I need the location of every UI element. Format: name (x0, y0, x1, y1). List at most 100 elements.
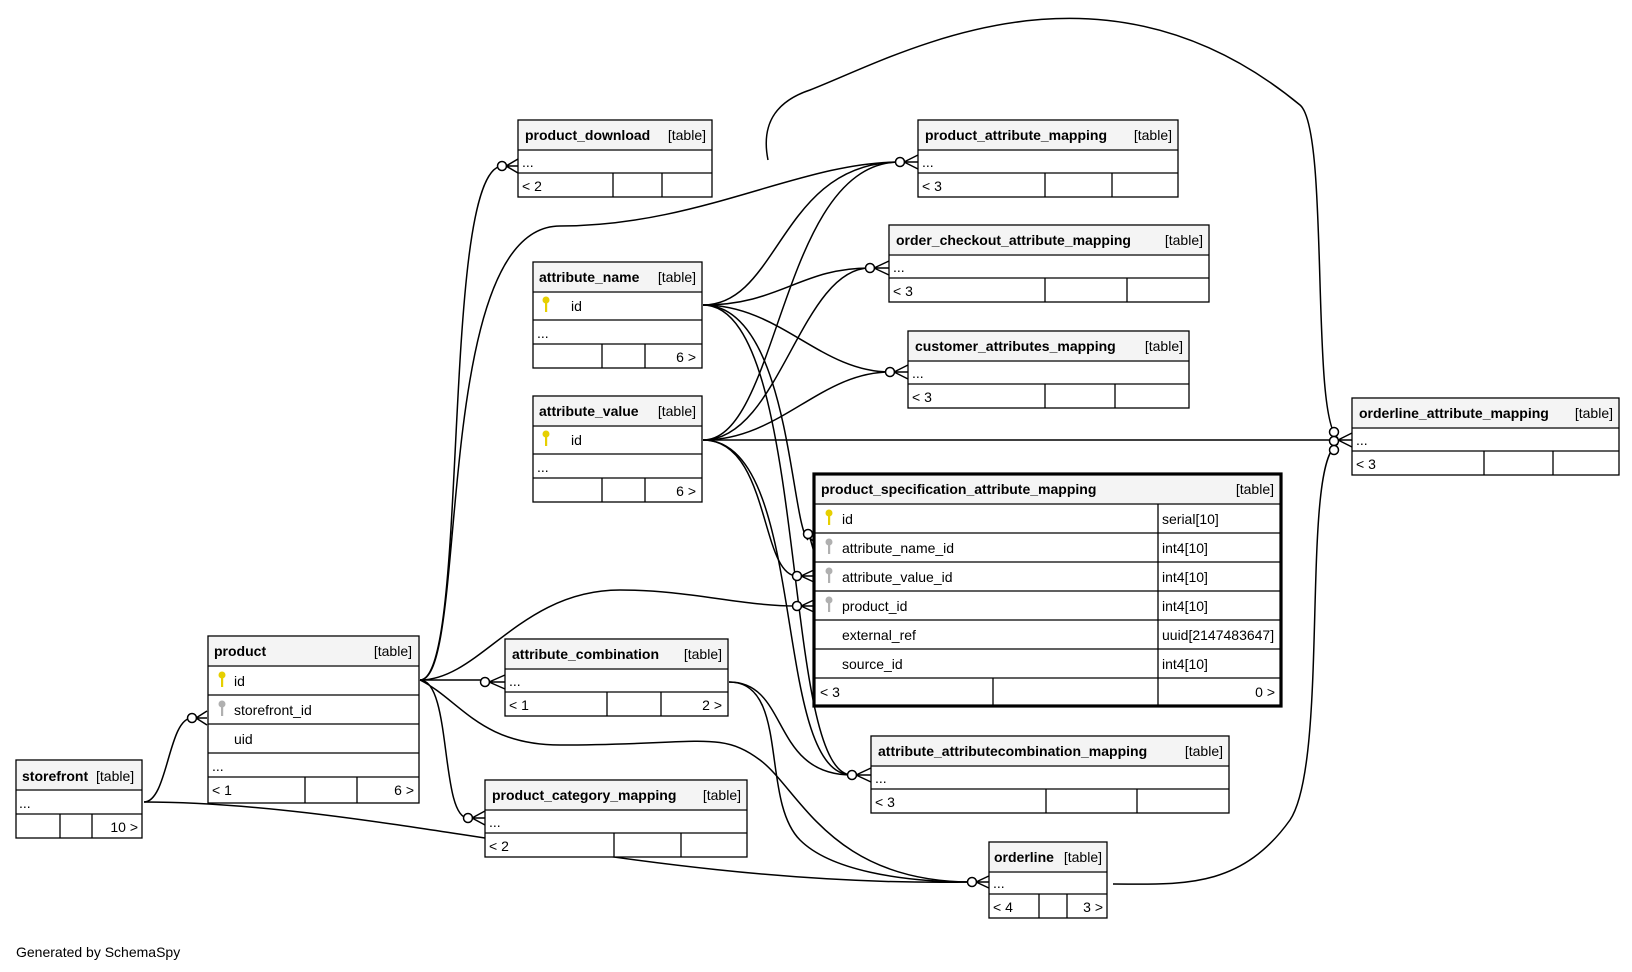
table-customer-attributes-mapping[interactable]: customer_attributes_mapping [table] ... … (907, 330, 1190, 409)
optional-marker (462, 812, 474, 824)
table-type: [table] (1134, 127, 1172, 143)
table-type: [table] (1236, 481, 1274, 497)
table-name: product (214, 643, 266, 659)
edge-attribute-name-orderline-attribute-mapping (765, 17, 1339, 439)
column-name: uid (234, 731, 253, 747)
crows-foot-marker (873, 260, 890, 276)
table-name: order_checkout_attribute_mapping (896, 232, 1131, 248)
table-type: [table] (1165, 232, 1203, 248)
column-name: id (571, 432, 582, 448)
table-type: [table] (1185, 743, 1223, 759)
edge-attribute-value-product-attribute-mapping (702, 161, 901, 441)
table-name: attribute_combination (512, 646, 659, 662)
foreign-key-icon (825, 538, 833, 554)
column-name: id (571, 298, 582, 314)
table-type: [table] (96, 768, 134, 784)
edge-attribute-value-product-spec (702, 439, 798, 577)
crows-foot-marker (1337, 432, 1353, 448)
crows-foot-marker (195, 710, 208, 726)
table-product-attribute-mapping[interactable]: product_attribute_mapping [table] ... < … (917, 119, 1179, 198)
table-name: product_download (525, 127, 650, 143)
optional-marker (1328, 435, 1340, 447)
column-name: id (234, 673, 245, 689)
optional-marker (186, 712, 198, 724)
more-columns: ... (1356, 432, 1368, 448)
edge-product-product-download (419, 165, 503, 681)
edge-attribute-value-customer-attributes (702, 371, 891, 441)
edge-attribute-name-product-spec (702, 304, 809, 541)
column-name: storefront_id (234, 702, 312, 718)
table-type: [table] (658, 269, 696, 285)
table-storefront[interactable]: storefront [table] ... 10 > (15, 759, 143, 839)
foreign-key-icon (825, 596, 833, 612)
table-name: product_category_mapping (492, 787, 676, 803)
table-attribute-name[interactable]: attribute_name [table] id ... 6 > (532, 261, 703, 369)
crows-foot-marker (893, 364, 909, 380)
more-columns: ... (875, 770, 887, 786)
optional-marker (496, 160, 508, 172)
parents-count: < 4 (993, 899, 1013, 915)
table-product-specification-attribute-mapping[interactable]: product_specification_attribute_mapping … (812, 472, 1283, 708)
table-type: [table] (1145, 338, 1183, 354)
column-type: int4[10] (1162, 540, 1208, 556)
more-columns: ... (522, 154, 534, 170)
column-name: source_id (842, 656, 903, 672)
edge-product-orderline (419, 679, 973, 883)
table-type: [table] (668, 127, 706, 143)
crows-foot-marker (505, 158, 519, 174)
table-type: [table] (374, 643, 412, 659)
table-orderline-attribute-mapping[interactable]: orderline_attribute_mapping [table] ... … (1351, 397, 1620, 476)
column-type: uuid[2147483647] (1162, 627, 1274, 643)
table-attribute-combination[interactable]: attribute_combination [table] ... < 1 2 … (504, 638, 729, 717)
table-attribute-value[interactable]: attribute_value [table] id ... 6 > (532, 395, 703, 503)
column-type: int4[10] (1162, 598, 1208, 614)
optional-marker (479, 676, 491, 688)
edge-attribute-name-order-checkout (702, 267, 871, 306)
parents-count: < 2 (489, 838, 509, 854)
optional-marker (791, 570, 803, 582)
table-product-download[interactable]: product_download [table] ... < 2 (517, 119, 713, 198)
column-name: product_id (842, 598, 907, 614)
primary-key-icon (825, 509, 833, 525)
children-count: 6 > (676, 483, 696, 499)
more-columns: ... (912, 365, 924, 381)
parents-count: < 3 (922, 178, 942, 194)
table-name: customer_attributes_mapping (915, 338, 1116, 354)
children-count: 6 > (394, 782, 414, 798)
edge-attribute-value-attribute-combination-mapping (702, 439, 853, 776)
foreign-key-icon (218, 700, 226, 716)
optional-marker (1328, 426, 1340, 438)
edge-product-product-category-mapping (419, 679, 469, 819)
table-product-category-mapping[interactable]: product_category_mapping [table] ... < 2 (484, 779, 748, 858)
column-type: int4[10] (1162, 656, 1208, 672)
children-count: 10 > (110, 819, 138, 835)
parents-count: < 3 (875, 794, 895, 810)
primary-key-icon (542, 296, 550, 312)
relationship-edges (143, 17, 1339, 885)
table-product[interactable]: product [table] id storefront_id uid ...… (207, 635, 420, 804)
more-columns: ... (893, 259, 905, 275)
crows-foot-marker (471, 810, 486, 826)
edge-attribute-name-product-attribute-mapping (702, 161, 901, 306)
edge-attribute-combination-orderline (728, 681, 973, 883)
table-order-checkout-attribute-mapping[interactable]: order_checkout_attribute_mapping [table]… (888, 224, 1210, 303)
optional-marker (884, 366, 896, 378)
foreign-key-icon (825, 567, 833, 583)
more-columns: ... (537, 325, 549, 341)
table-attribute-attributecombination-mapping[interactable]: attribute_attributecombination_mapping [… (870, 735, 1230, 814)
more-columns: ... (489, 814, 501, 830)
table-type: [table] (703, 787, 741, 803)
table-name: product_attribute_mapping (925, 127, 1107, 143)
optional-marker (864, 262, 876, 274)
optional-marker (791, 600, 803, 612)
parents-count: < 1 (509, 697, 529, 713)
column-name: attribute_value_id (842, 569, 953, 585)
table-name: product_specification_attribute_mapping (821, 481, 1096, 497)
primary-key-icon (542, 430, 550, 446)
table-orderline[interactable]: orderline [table] ... < 4 3 > (988, 841, 1108, 919)
parents-count: < 3 (893, 283, 913, 299)
parents-count: < 2 (522, 178, 542, 194)
more-columns: ... (993, 875, 1005, 891)
optional-marker (1328, 444, 1340, 456)
